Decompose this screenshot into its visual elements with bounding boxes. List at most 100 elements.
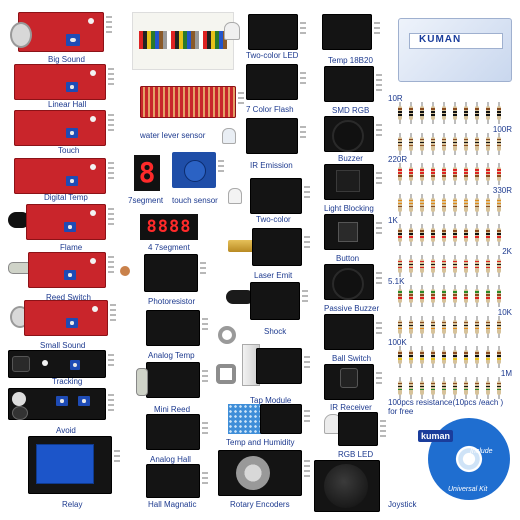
label-seven-color-flash: 7 Color Flash bbox=[246, 105, 294, 114]
resistor bbox=[464, 132, 468, 155]
resistor bbox=[398, 254, 402, 277]
resistor bbox=[398, 163, 402, 185]
module-rgb-led bbox=[324, 412, 386, 450]
resistor bbox=[442, 132, 446, 155]
resistor bbox=[442, 254, 446, 277]
label-button: Button bbox=[336, 254, 360, 263]
resistor bbox=[464, 254, 468, 277]
resistor bbox=[453, 254, 457, 277]
resistor bbox=[420, 254, 424, 277]
module-shock bbox=[226, 282, 312, 324]
module-smd-rgb bbox=[324, 66, 386, 106]
resistor bbox=[398, 102, 402, 124]
resistor bbox=[409, 163, 413, 185]
resistor bbox=[409, 254, 413, 277]
label-photoresistor: Photoresistor bbox=[148, 297, 196, 306]
module-ir-emission bbox=[222, 118, 310, 158]
label-two-color: Two-color bbox=[256, 215, 291, 224]
resistor bbox=[486, 346, 490, 368]
cd-logo: kuman bbox=[418, 430, 454, 442]
resistor bbox=[431, 132, 435, 155]
module-linear-hall bbox=[14, 62, 118, 106]
module-laser-emit bbox=[228, 228, 312, 270]
label-light-blocking: Light Blocking bbox=[324, 204, 374, 213]
label-laser-emit: Laser Emit bbox=[254, 271, 293, 280]
resistor bbox=[398, 285, 402, 307]
module-digital-temp bbox=[14, 156, 118, 200]
resistor bbox=[497, 254, 501, 277]
resistor-label: 5.1K bbox=[388, 277, 405, 286]
label-relay: Relay bbox=[62, 500, 83, 509]
module-tap bbox=[242, 344, 312, 394]
nut bbox=[216, 364, 236, 384]
label-analog-hall: Analog Hall bbox=[150, 455, 191, 464]
resistor bbox=[475, 315, 479, 338]
resistor bbox=[431, 163, 435, 185]
module-passive-buzzer bbox=[324, 264, 386, 304]
resistor bbox=[431, 346, 435, 368]
resistor bbox=[453, 132, 457, 155]
resistor bbox=[442, 376, 446, 399]
resistor bbox=[420, 315, 424, 338]
resistor-note-line-2: for free bbox=[388, 407, 414, 416]
resistor bbox=[453, 163, 457, 185]
resistor bbox=[453, 285, 457, 307]
module-two-color-led bbox=[224, 14, 308, 54]
resistor bbox=[475, 163, 479, 185]
label-joystick: Joystick bbox=[388, 500, 417, 509]
resistor bbox=[486, 285, 490, 307]
resistor-label: 10R bbox=[388, 94, 403, 103]
label-touch: Touch bbox=[58, 146, 80, 155]
label-buzzer: Buzzer bbox=[338, 154, 363, 163]
label-smd-rgb: SMD RGB bbox=[332, 106, 370, 115]
resistor bbox=[464, 285, 468, 307]
resistor bbox=[442, 163, 446, 185]
four-digit-display: 8888 bbox=[140, 214, 198, 240]
resistor bbox=[409, 224, 413, 246]
label-ir-receiver: IR Receiver bbox=[330, 403, 372, 412]
resistor bbox=[409, 285, 413, 307]
resistor bbox=[464, 102, 468, 124]
resistor bbox=[420, 376, 424, 399]
resistor bbox=[442, 224, 446, 246]
module-ir-receiver bbox=[324, 364, 386, 404]
resistor bbox=[420, 102, 424, 124]
label-big-sound: Big Sound bbox=[48, 55, 85, 64]
resistor bbox=[475, 254, 479, 277]
label-avoid: Avoid bbox=[56, 426, 76, 435]
label-hall-magnetic: Hall Magnatic bbox=[148, 500, 197, 509]
resistor bbox=[497, 163, 501, 185]
resistor bbox=[486, 224, 490, 246]
resistor bbox=[497, 132, 501, 155]
resistor bbox=[398, 376, 402, 399]
resistor bbox=[442, 102, 446, 124]
cd-include-text: Include bbox=[470, 448, 493, 455]
resistor bbox=[420, 193, 424, 216]
label-mini-reed: Mini Reed bbox=[154, 405, 191, 414]
resistor-label: 1K bbox=[388, 216, 398, 225]
resistor bbox=[398, 346, 402, 368]
resistor-note-line-1: 100pcs resistance(10pcs /each ) bbox=[388, 398, 504, 407]
resistor bbox=[497, 346, 501, 368]
resistor bbox=[486, 315, 490, 338]
module-tracking bbox=[8, 350, 118, 386]
resistor bbox=[453, 346, 457, 368]
module-ball-switch bbox=[324, 314, 386, 354]
label-tracking: Tracking bbox=[52, 377, 83, 386]
storage-case: KUMAN bbox=[398, 18, 512, 82]
resistor bbox=[475, 224, 479, 246]
resistor bbox=[486, 376, 490, 399]
resistor bbox=[431, 285, 435, 307]
resistor bbox=[486, 254, 490, 277]
cd-subtitle: Universal Kit bbox=[448, 486, 488, 493]
label-rgb-led: RGB LED bbox=[338, 450, 374, 459]
resistor bbox=[453, 224, 457, 246]
resistor bbox=[453, 193, 457, 216]
resistor bbox=[420, 346, 424, 368]
resistor bbox=[453, 315, 457, 338]
resistor bbox=[464, 346, 468, 368]
label-water-level: water lever sensor bbox=[140, 131, 206, 140]
label-temp-18b20: Temp 18B20 bbox=[328, 56, 373, 65]
case-logo: KUMAN bbox=[419, 34, 462, 45]
module-temp-18b20 bbox=[322, 14, 386, 54]
